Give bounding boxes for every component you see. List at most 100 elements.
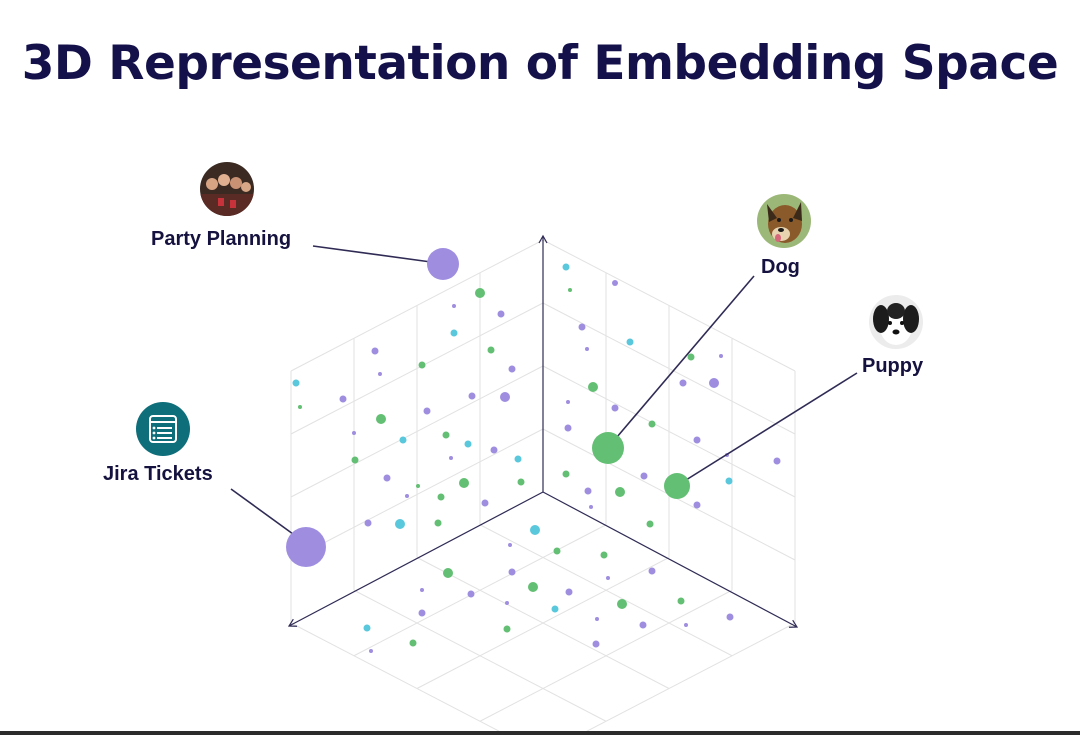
embedding-point bbox=[615, 487, 625, 497]
group-photo-icon bbox=[200, 162, 254, 216]
embedding-point bbox=[684, 623, 688, 627]
embedding-point bbox=[475, 288, 485, 298]
embedding-point bbox=[709, 378, 719, 388]
embedding-point bbox=[562, 470, 570, 478]
party-planning-leader bbox=[312, 245, 432, 263]
embedding-point bbox=[423, 407, 431, 415]
puppy-label: Puppy bbox=[862, 355, 924, 377]
embedding-point bbox=[553, 547, 561, 555]
embedding-point bbox=[648, 567, 656, 575]
embedding-point bbox=[497, 310, 505, 318]
embedding-point bbox=[719, 354, 723, 358]
embedding-point bbox=[617, 599, 627, 609]
embedding-point bbox=[487, 346, 495, 354]
embedding-point bbox=[600, 551, 608, 559]
embedding-point bbox=[551, 605, 559, 613]
bottom-border bbox=[0, 731, 1080, 735]
embedding-point bbox=[418, 361, 426, 369]
puppy-leader bbox=[685, 372, 858, 481]
embedding-point bbox=[612, 280, 618, 286]
embedding-point bbox=[395, 519, 405, 529]
embedding-point bbox=[434, 519, 442, 527]
embedding-point bbox=[437, 493, 445, 501]
wall-grid-line bbox=[542, 302, 796, 435]
wall-grid-line bbox=[290, 365, 544, 498]
embedding-point bbox=[378, 372, 382, 376]
embedding-point bbox=[443, 568, 453, 578]
wall-grid-line bbox=[290, 239, 544, 372]
y-axis bbox=[542, 491, 798, 628]
embedding-point bbox=[564, 424, 572, 432]
floor-grid-line bbox=[578, 622, 796, 735]
embedding-point bbox=[452, 304, 456, 308]
embedding-point bbox=[409, 639, 417, 647]
axes bbox=[287, 234, 799, 628]
embedding-point bbox=[606, 576, 610, 580]
embedding-point bbox=[725, 477, 733, 485]
highlighted-points bbox=[286, 248, 690, 567]
embedding-point bbox=[589, 505, 593, 509]
embedding-point bbox=[363, 624, 371, 632]
embedding-point bbox=[528, 582, 538, 592]
embedding-point bbox=[364, 519, 372, 527]
embedding-point bbox=[418, 609, 426, 617]
party-planning-label: Party Planning bbox=[151, 228, 292, 250]
embedding-point bbox=[481, 499, 489, 507]
embedding-point bbox=[578, 323, 586, 331]
embedding-point bbox=[490, 446, 498, 454]
floor-grid-line bbox=[353, 589, 607, 722]
embedding-point bbox=[298, 405, 302, 409]
embedding-point bbox=[514, 455, 522, 463]
x-axis-head bbox=[287, 618, 298, 627]
embedding-point bbox=[416, 484, 420, 488]
embedding-point bbox=[588, 382, 598, 392]
embedding-point bbox=[565, 588, 573, 596]
embedding-point bbox=[592, 640, 600, 648]
embedding-point bbox=[585, 347, 589, 351]
embedding-point bbox=[450, 329, 458, 337]
embedding-point bbox=[566, 400, 570, 404]
embedding-point bbox=[584, 487, 592, 495]
wall-grid-line bbox=[542, 365, 796, 498]
embedding-point bbox=[383, 474, 391, 482]
embedding-point bbox=[639, 621, 647, 629]
embedding-point bbox=[679, 379, 687, 387]
embedding-point bbox=[468, 392, 476, 400]
embedding-point bbox=[503, 625, 511, 633]
embedding-point bbox=[562, 263, 570, 271]
embedding-point bbox=[459, 478, 469, 488]
embedding-point bbox=[726, 613, 734, 621]
embedding-point bbox=[508, 543, 512, 547]
z-axis-head bbox=[538, 234, 548, 244]
jira-tickets-label: Jira Tickets bbox=[103, 463, 213, 485]
embedding-point bbox=[626, 338, 634, 346]
page-title: 3D Representation of Embedding Space bbox=[21, 36, 1059, 91]
dog-label: Dog bbox=[761, 256, 800, 278]
puppy-photo-icon bbox=[869, 295, 923, 349]
embedding-point bbox=[693, 501, 701, 509]
embedding-point bbox=[677, 597, 685, 605]
embedding-point bbox=[420, 588, 424, 592]
embedding-point bbox=[773, 457, 781, 465]
embedding-point bbox=[449, 456, 453, 460]
jira-tickets-point bbox=[286, 527, 326, 567]
embedding-point bbox=[595, 617, 599, 621]
embedding-point bbox=[500, 392, 510, 402]
y-axis-head bbox=[788, 619, 799, 628]
embedding-point bbox=[352, 431, 356, 435]
puppy-point bbox=[664, 473, 690, 499]
grid-lines bbox=[290, 239, 796, 735]
embedding-point bbox=[351, 456, 359, 464]
embedding-point bbox=[508, 365, 516, 373]
wall-grid-line bbox=[542, 239, 796, 372]
embedding-point bbox=[530, 525, 540, 535]
document-list-icon bbox=[136, 402, 190, 456]
embedding-point bbox=[568, 288, 572, 292]
embedding-point bbox=[508, 568, 516, 576]
embedding-point bbox=[646, 520, 654, 528]
dog-point bbox=[592, 432, 624, 464]
party-planning-point bbox=[427, 248, 459, 280]
embedding-point bbox=[505, 601, 509, 605]
embedding-point bbox=[467, 590, 475, 598]
